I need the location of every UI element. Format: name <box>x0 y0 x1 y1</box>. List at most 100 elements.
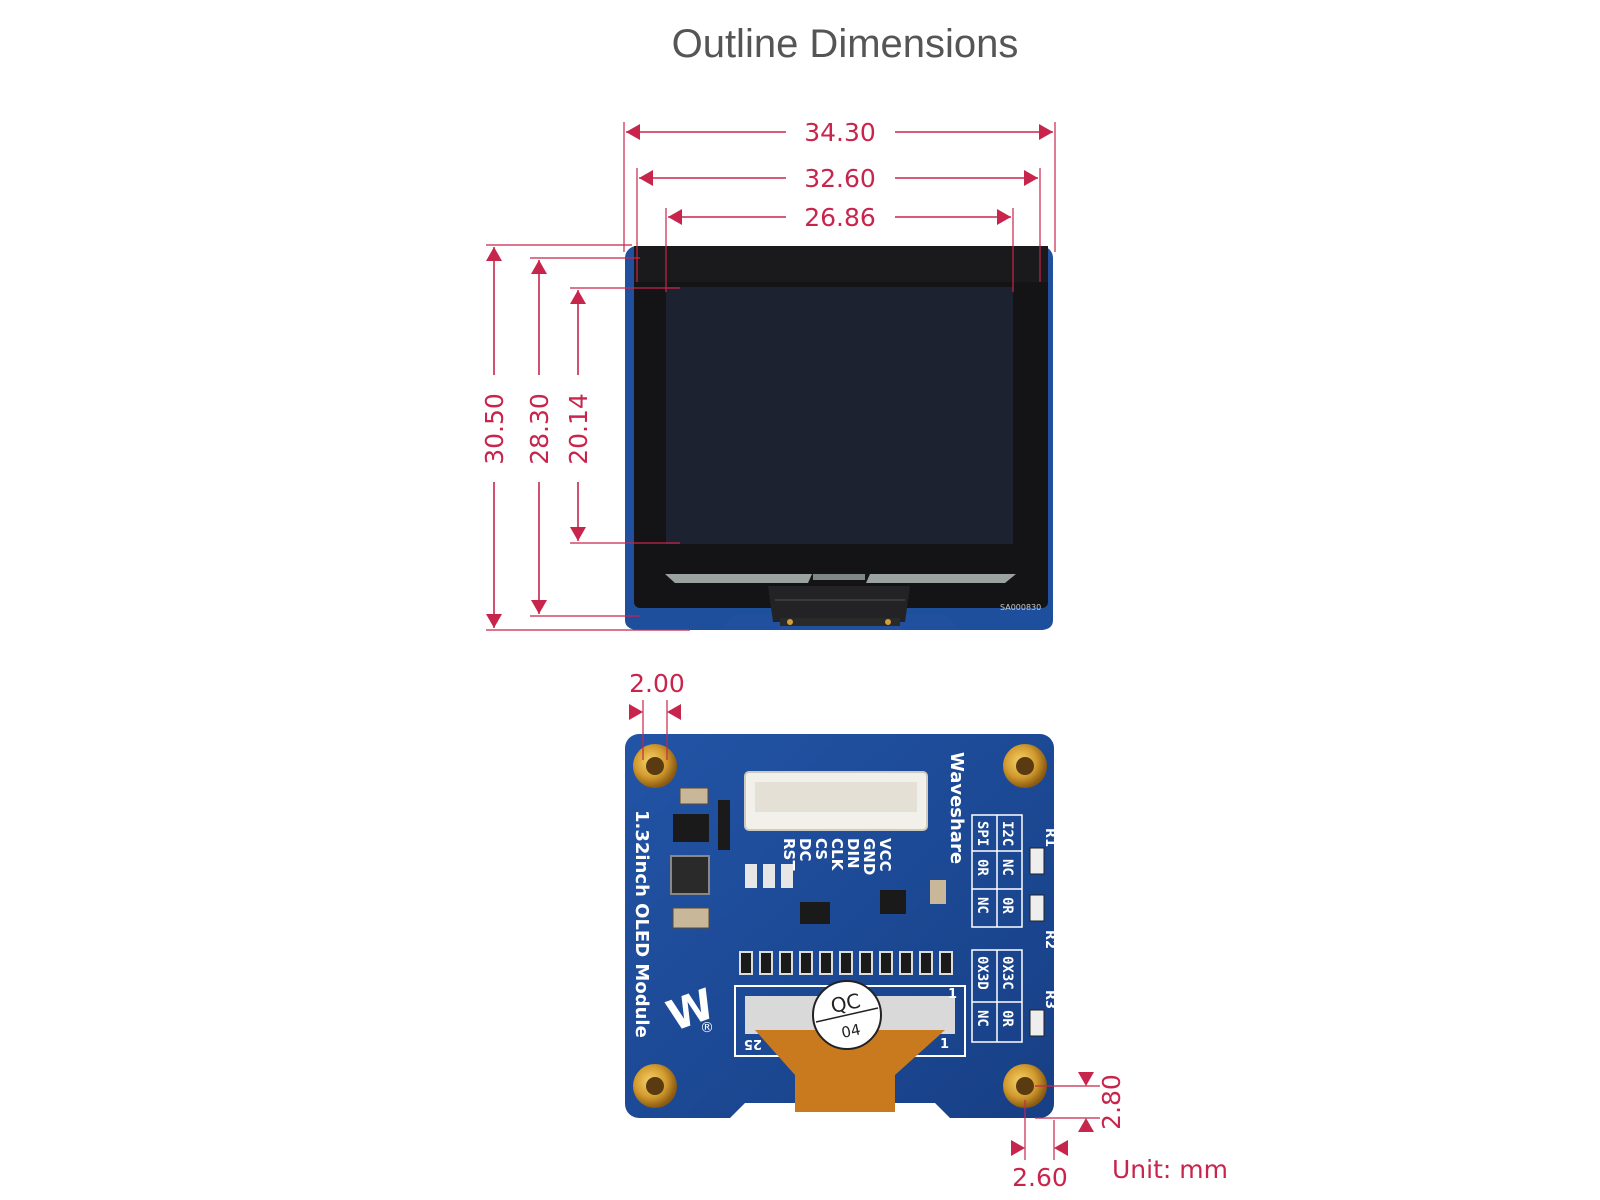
smd-resistor <box>779 951 793 975</box>
pin-label-cs: CS <box>812 838 830 860</box>
r1-label: R1 <box>1042 828 1057 847</box>
arrow-34-right <box>1039 124 1053 140</box>
hole-center-tl <box>646 757 664 775</box>
qc-divider <box>815 1007 879 1023</box>
r1-pad <box>1029 847 1045 875</box>
panel-serial: SA000830 <box>1000 603 1041 612</box>
fpc-label-1: 1 <box>940 1037 949 1052</box>
interface-config-table: I2C NC 0R SPI 0R NC <box>971 814 1023 928</box>
smd-2 <box>763 864 775 888</box>
arrow-20-top <box>570 290 586 304</box>
table1-spi: SPI <box>974 821 990 846</box>
ic-chip-1 <box>673 814 709 842</box>
front-view: SA000830 <box>625 246 1053 630</box>
r2-label: R2 <box>1042 930 1057 949</box>
table2-0x3c-0r: 0R <box>999 1010 1015 1027</box>
inductor <box>670 855 710 895</box>
glass-reflection-center <box>813 574 865 580</box>
dim-height-active: 20.14 <box>564 393 593 465</box>
connector-slot <box>755 782 917 812</box>
arrow-2-60-right <box>1054 1140 1068 1156</box>
resistor-array-left <box>718 800 730 850</box>
dim-width-active: 26.86 <box>804 203 876 232</box>
product-name: 1.32inch OLED Module <box>631 810 652 1038</box>
brand-name: Waveshare <box>946 752 967 864</box>
pin-label-gnd: GND <box>860 838 878 875</box>
qc-number: 04 <box>840 1020 862 1042</box>
smd-resistor <box>759 951 773 975</box>
address-config-table: 0X3C 0R 0X3D NC <box>971 949 1023 1043</box>
arrow-32-left <box>639 170 653 186</box>
fpc-cable <box>755 1030 945 1112</box>
smd-resistor <box>859 951 873 975</box>
dim-width-inner: 32.60 <box>804 164 876 193</box>
pin-labels: VCC GND DIN CLK CS DC RST <box>780 838 894 875</box>
arrow-26-right <box>997 209 1011 225</box>
table1-i2c-nc: NC <box>999 859 1015 876</box>
smd-resistor <box>899 951 913 975</box>
arrow-32-right <box>1024 170 1038 186</box>
dim-width-outer: 34.30 <box>804 118 876 147</box>
table2-0x3c: 0X3C <box>999 956 1015 990</box>
oled-active-area <box>666 287 1013 544</box>
smd-resistor <box>799 951 813 975</box>
dim-height-inner: 28.30 <box>525 393 554 465</box>
unit-label: Unit: mm <box>1112 1155 1228 1184</box>
glass-reflection-right <box>866 574 1016 583</box>
pin-label-rst: RST <box>780 838 798 871</box>
dim-hole-offset: 2.00 <box>629 669 685 698</box>
arrow-hole-left <box>629 704 643 720</box>
table2-0x3d: 0X3D <box>974 956 990 990</box>
back-dimensions: 2.00 2.80 2.60 Unit: mm <box>629 669 1228 1192</box>
pin-label-dc: DC <box>796 838 814 861</box>
smd-3 <box>781 864 793 888</box>
arrow-2-60-left <box>1011 1140 1025 1156</box>
smd-resistor <box>739 951 753 975</box>
glass-reflection-left <box>665 574 812 583</box>
front-solder-left <box>787 619 793 625</box>
back-view: VCC GND DIN CLK CS DC RST Waveshare 1.32… <box>625 734 1057 1118</box>
dim-hole-x: 2.60 <box>1012 1163 1068 1192</box>
dim-height-outer: 30.50 <box>480 393 509 465</box>
fpc-fold <box>768 586 910 622</box>
table1-i2c: I2C <box>999 821 1015 846</box>
fpc-label-25: 25 <box>744 1036 762 1051</box>
fpc-bottom <box>780 618 900 626</box>
arrow-30-bottom <box>486 614 502 628</box>
pin-label-clk: CLK <box>828 838 846 872</box>
oled-top-strip <box>634 246 1048 282</box>
pin-label-din: DIN <box>844 838 862 869</box>
arrow-26-left <box>668 209 682 225</box>
capacitor-2 <box>672 907 710 929</box>
r3-pad <box>1029 1009 1045 1037</box>
smd-resistor <box>939 951 953 975</box>
diagram-title: Outline Dimensions <box>671 22 1019 66</box>
arrow-2-80-top <box>1078 1072 1094 1086</box>
hole-center-bl <box>646 1077 664 1095</box>
arrow-28-bottom <box>531 600 547 614</box>
arrow-hole-right <box>667 704 681 720</box>
table1-spi-0r: 0R <box>974 859 990 876</box>
smd-resistor <box>879 951 893 975</box>
r3-label: R3 <box>1042 990 1057 1009</box>
capacitor-3 <box>930 880 946 904</box>
capacitor-1 <box>679 787 709 805</box>
arrow-34-left <box>626 124 640 140</box>
smd-1 <box>745 864 757 888</box>
arrow-2-80-bottom <box>1078 1118 1094 1132</box>
table1-spi-nc: NC <box>974 897 990 914</box>
smd-resistor <box>839 951 853 975</box>
arrow-20-bottom <box>570 527 586 541</box>
smd-resistor <box>819 951 833 975</box>
front-height-dimensions: 30.50 28.30 20.14 <box>480 244 690 631</box>
table1-i2c-0r: 0R <box>999 897 1015 914</box>
arrow-30-top <box>486 247 502 261</box>
ic-chip-3 <box>880 890 906 914</box>
trademark-symbol: ® <box>700 1020 714 1036</box>
front-width-dimensions: 34.30 32.60 26.86 <box>623 118 1056 292</box>
arrow-28-top <box>531 260 547 274</box>
smd-resistor <box>919 951 933 975</box>
hole-center-tr <box>1016 757 1034 775</box>
front-solder-right <box>885 619 891 625</box>
